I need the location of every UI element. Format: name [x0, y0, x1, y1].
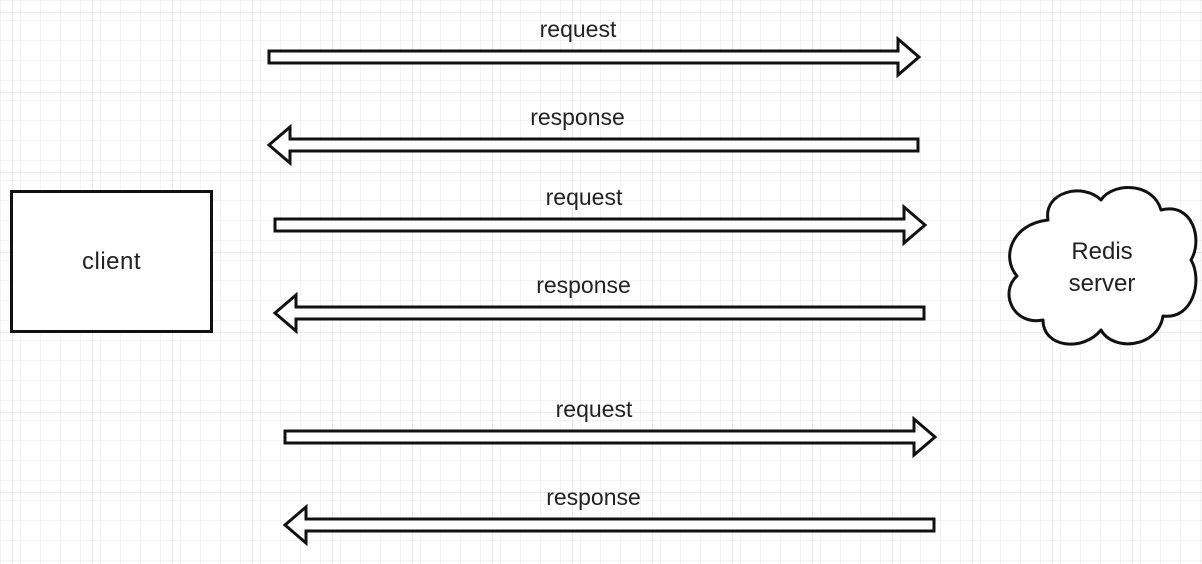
server-label-line2: server: [1068, 270, 1136, 297]
arrow-outline: [282, 503, 936, 547]
arrow-shape: [282, 503, 936, 547]
request-arrow: [267, 35, 922, 79]
response-arrow: [272, 291, 926, 335]
arrow-outline: [272, 291, 926, 335]
arrow-shape: [283, 415, 938, 459]
server-label-line1: Redis: [1071, 238, 1133, 265]
response-arrow: [282, 503, 936, 547]
redis-server-cloud: Redis server: [1003, 180, 1201, 352]
arrow-outline: [273, 203, 928, 247]
request-label: request: [555, 396, 633, 422]
response-label: response: [536, 272, 631, 298]
request-label: request: [539, 16, 617, 42]
server-label: Redis server: [1003, 236, 1201, 300]
client-box: client: [10, 190, 213, 333]
arrow-shape: [273, 203, 928, 247]
response-label: response: [546, 484, 641, 510]
request-label: request: [545, 184, 623, 210]
arrow-outline: [267, 35, 922, 79]
client-label: client: [81, 247, 142, 275]
arrow-shape: [267, 35, 922, 79]
cloud-shape: [1007, 186, 1198, 346]
response-label: response: [530, 104, 625, 130]
request-arrow: [283, 415, 938, 459]
request-arrow: [273, 203, 928, 247]
arrow-shape: [266, 123, 920, 167]
arrow-shape: [272, 291, 926, 335]
arrow-outline: [266, 123, 920, 167]
arrow-outline: [283, 415, 938, 459]
response-arrow: [266, 123, 920, 167]
